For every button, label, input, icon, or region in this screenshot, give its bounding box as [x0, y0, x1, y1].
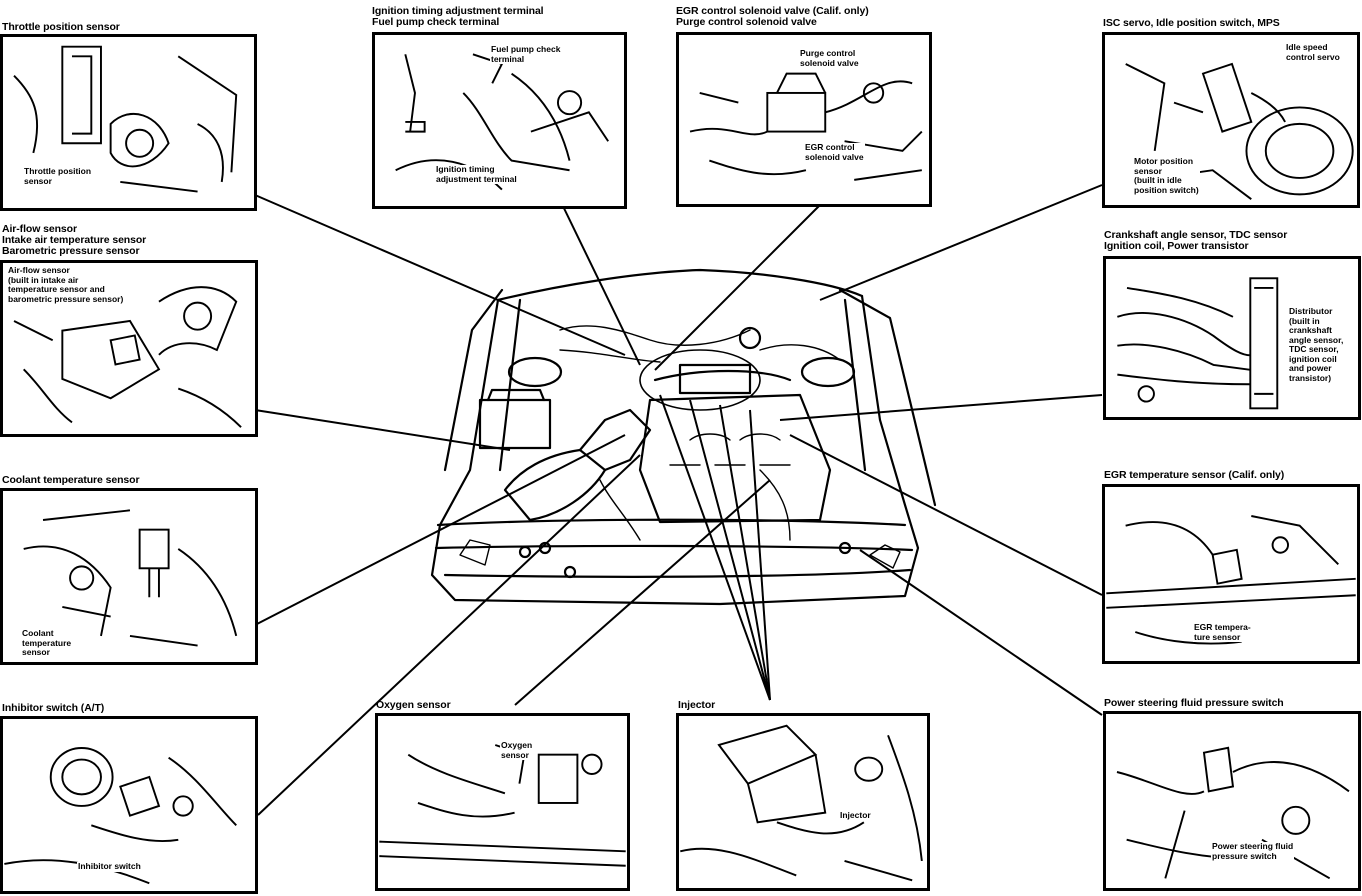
panel-title-air-flow-sensor: Air-flow sensor Intake air temperature s… [2, 223, 147, 257]
panel-isc-servo-idle-switch: Idle speed control servo Motor position … [1102, 32, 1360, 208]
panel-egr-purge-solenoid-valves: Purge control solenoid valve EGR control… [676, 32, 932, 207]
panel-title-coolant-temperature-sensor: Coolant temperature sensor [2, 474, 140, 486]
callout-coolant-temperature-sensor: Coolant temperature sensor [21, 628, 73, 658]
callout-fuel-pump-check-terminal: Fuel pump check terminal [490, 44, 562, 64]
callout-air-flow-sensor: Air-flow sensor (built in intake air tem… [7, 265, 125, 304]
panel-ignition-fuel-pump-terminals: Fuel pump check terminal Ignition timing… [372, 32, 627, 209]
inhibitor-switch-illustration [4, 747, 237, 885]
panel-title-crankshaft-angle-sensor: Crankshaft angle sensor, TDC sensor Igni… [1104, 229, 1288, 252]
panel-oxygen-sensor: Oxygen sensor [375, 713, 630, 891]
panel-title-ignition-fuel-pump: Ignition timing adjustment terminal Fuel… [372, 5, 544, 28]
panel-power-steering-pressure-switch: Power steering fluid pressure switch [1103, 711, 1361, 891]
callout-egr-temperature-sensor: EGR tempera- ture sensor [1193, 622, 1252, 642]
callout-injector: Injector [839, 810, 872, 821]
callout-inhibitor-switch: Inhibitor switch [77, 861, 142, 872]
panel-title-isc-servo: ISC servo, Idle position switch, MPS [1103, 17, 1280, 29]
panel-title-egr-purge-solenoid: EGR control solenoid valve (Calif. only)… [676, 5, 869, 28]
callout-oxygen-sensor: Oxygen sensor [500, 740, 534, 760]
panel-title-throttle-position-sensor: Throttle position sensor [2, 21, 120, 33]
coolant-sensor-illustration [23, 509, 238, 647]
panel-distributor-crank-sensor: Distributor (built in crankshaft angle s… [1103, 256, 1361, 420]
callout-egr-control-solenoid-valve: EGR control solenoid valve [804, 142, 865, 162]
panel-title-inhibitor-switch: Inhibitor switch (A/T) [2, 702, 105, 714]
oxygen-sensor-illustration [379, 744, 626, 867]
panel-egr-temperature-sensor: EGR tempera- ture sensor [1102, 484, 1360, 664]
panel-title-oxygen-sensor: Oxygen sensor [376, 699, 451, 711]
callout-motor-position-sensor: Motor position sensor (built in idle pos… [1133, 156, 1200, 195]
air-flow-sensor-illustration [13, 286, 242, 428]
callout-distributor: Distributor (built in crankshaft angle s… [1288, 306, 1345, 383]
panel-throttle-position-sensor: Throttle position sensor [0, 34, 257, 211]
panel-inhibitor-switch: Inhibitor switch [0, 716, 258, 894]
injector-illustration [680, 724, 923, 882]
panel-title-egr-temperature-sensor: EGR temperature sensor (Calif. only) [1104, 469, 1285, 481]
panel-air-flow-sensor: Air-flow sensor (built in intake air tem… [0, 260, 258, 437]
callout-ignition-timing-terminal: Ignition timing adjustment terminal [435, 164, 518, 184]
solenoid-valve-illustration [689, 72, 923, 181]
panel-coolant-temperature-sensor: Coolant temperature sensor [0, 488, 258, 665]
panel-injector: Injector [676, 713, 930, 891]
callout-idle-speed-control-servo: Idle speed control servo [1285, 42, 1341, 62]
distributor-illustration [1117, 277, 1279, 410]
power-steering-illustration [1116, 746, 1350, 880]
callout-purge-control-solenoid-valve: Purge control solenoid valve [799, 48, 860, 68]
panel-title-power-steering-switch: Power steering fluid pressure switch [1104, 697, 1284, 709]
callout-power-steering-switch: Power steering fluid pressure switch [1211, 841, 1295, 861]
callout-throttle-position-sensor: Throttle position sensor [23, 166, 93, 186]
panel-title-injector: Injector [678, 699, 716, 711]
egr-temperature-sensor-illustration [1106, 515, 1356, 645]
